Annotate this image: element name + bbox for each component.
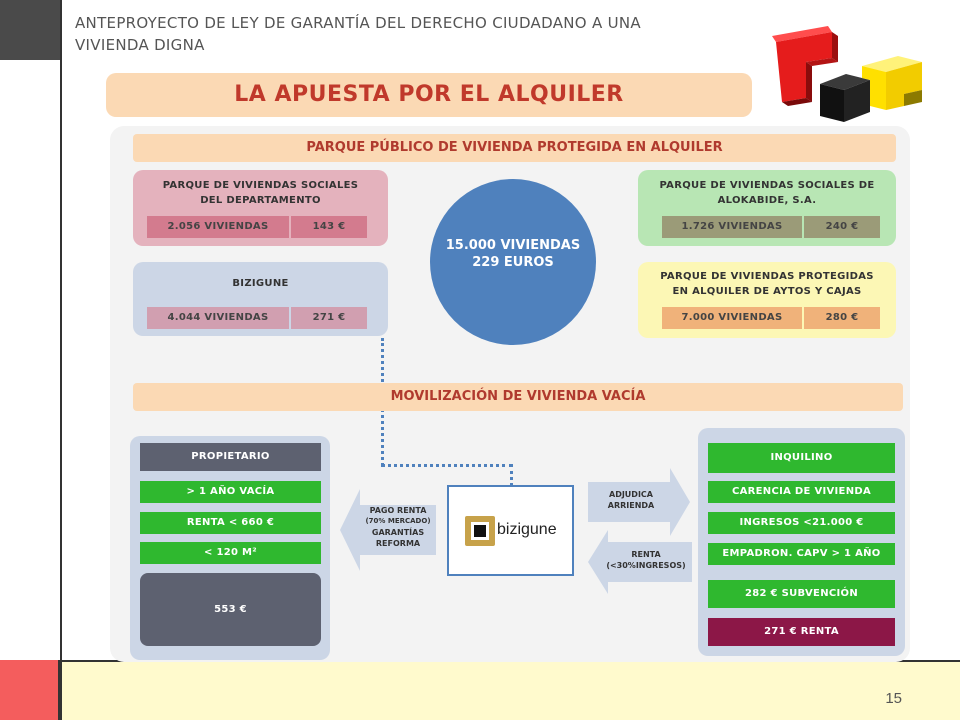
card-title-line-2: ALOKABIDE, S.A. xyxy=(717,195,817,206)
main-title: LA APUESTA POR EL ALQUILER xyxy=(234,82,624,107)
units-pill: 7.000 VIVIENDAS xyxy=(662,307,802,329)
card-title: BIZIGUNE xyxy=(232,278,289,289)
page-number: 15 xyxy=(885,690,902,707)
arrow-label-line: ADJUDICA xyxy=(609,490,653,499)
rent-arrow-icon xyxy=(588,530,692,594)
tenant-rent: 271 € RENTA xyxy=(708,618,895,646)
public-park-section-bar: PARQUE PÚBLICO DE VIVIENDA PROTEGIDA EN … xyxy=(133,134,896,162)
tenant-requirement: EMPADRON. CAPV > 1 AÑO xyxy=(708,543,895,565)
total-units: 15.000 VIVIENDAS xyxy=(445,238,581,253)
units-pill: 2.056 VIVIENDAS xyxy=(147,216,289,238)
main-title-banner: LA APUESTA POR EL ALQUILER xyxy=(106,73,752,117)
assign-arrow-icon xyxy=(588,468,690,536)
card-title-line-1: PARQUE DE VIVIENDAS PROTEGIDAS xyxy=(660,271,874,282)
tenant-requirement: CARENCIA DE VIVIENDA xyxy=(708,481,895,503)
tenant-header: INQUILINO xyxy=(708,443,895,473)
card-title-line-1: PARQUE DE VIVIENDAS SOCIALES xyxy=(162,180,359,191)
owner-value: 553 € xyxy=(140,573,321,646)
tenant-subsidy: 282 € SUBVENCIÓN xyxy=(708,580,895,608)
total-housing-circle: 15.000 VIVIENDAS 229 EUROS xyxy=(430,179,596,345)
alokabide-card: PARQUE DE VIVIENDAS SOCIALES DE ALOKABID… xyxy=(638,170,896,246)
rent-arrow-label: RENTA (<30%INGRESOS) xyxy=(600,549,692,575)
card-title-line-1: PARQUE DE VIVIENDAS SOCIALES DE xyxy=(659,180,875,191)
document-title: ANTEPROYECTO DE LEY DE GARANTÍA DEL DERE… xyxy=(75,12,755,56)
owner-condition: RENTA < 660 € xyxy=(140,512,321,534)
owner-condition: < 120 M² xyxy=(140,542,321,564)
department-housing-card: PARQUE DE VIVIENDAS SOCIALES DEL DEPARTA… xyxy=(133,170,388,246)
arrow-label-line: PAGO RENTA xyxy=(369,506,427,515)
cubes-logo-icon xyxy=(772,26,922,122)
mobilization-section-bar: MOVILIZACIÓN DE VIVIENDA VACÍA xyxy=(133,383,903,411)
connector-line xyxy=(381,464,513,467)
footer-band xyxy=(62,660,960,720)
units-pill: 1.726 VIVIENDAS xyxy=(662,216,802,238)
connector-line xyxy=(510,464,513,486)
arrow-label-line: GARANTÍAS xyxy=(371,528,425,537)
corner-block-bottom xyxy=(0,660,60,720)
left-rule xyxy=(60,0,62,720)
rent-pill: 240 € xyxy=(804,216,880,238)
bizigune-logo-box: bizigune xyxy=(447,485,574,576)
bizigune-logo-icon xyxy=(465,516,495,546)
rent-pill: 280 € xyxy=(804,307,880,329)
owner-condition: > 1 AÑO VACÍA xyxy=(140,481,321,503)
owner-header: PROPIETARIO xyxy=(140,443,321,471)
arrow-label-line: REFORMA xyxy=(375,539,421,548)
average-rent: 229 EUROS xyxy=(472,255,554,270)
corner-block-top xyxy=(0,0,60,60)
pay-rent-arrow-label: PAGO RENTA (70% MERCADO) GARANTÍAS REFOR… xyxy=(360,505,436,565)
units-pill: 4.044 VIVIENDAS xyxy=(147,307,289,329)
arrow-label-line: (<30%INGRESOS) xyxy=(606,561,686,570)
tenant-requirement: INGRESOS <21.000 € xyxy=(708,512,895,534)
rent-pill: 143 € xyxy=(291,216,367,238)
bizigune-logo-text: bizigune xyxy=(497,521,557,538)
arrow-label-line: (70% MERCADO) xyxy=(365,517,431,525)
rent-pill: 271 € xyxy=(291,307,367,329)
arrow-label-line: ARRIENDA xyxy=(607,501,655,510)
protected-housing-card: PARQUE DE VIVIENDAS PROTEGIDAS EN ALQUIL… xyxy=(638,262,896,338)
assign-arrow-label: ADJUDICA ARRIENDA xyxy=(590,489,672,515)
bizigune-card: BIZIGUNE 4.044 VIVIENDAS 271 € xyxy=(133,262,388,336)
document-title-line-2: VIVIENDA DIGNA xyxy=(75,36,205,54)
card-title-line-2: DEL DEPARTAMENTO xyxy=(200,195,321,206)
document-title-line-1: ANTEPROYECTO DE LEY DE GARANTÍA DEL DERE… xyxy=(75,14,641,32)
pay-rent-arrow-icon xyxy=(340,489,436,571)
arrow-label-line: RENTA xyxy=(631,550,661,559)
card-title-line-2: EN ALQUILER DE AYTOS Y CAJAS xyxy=(672,286,862,297)
